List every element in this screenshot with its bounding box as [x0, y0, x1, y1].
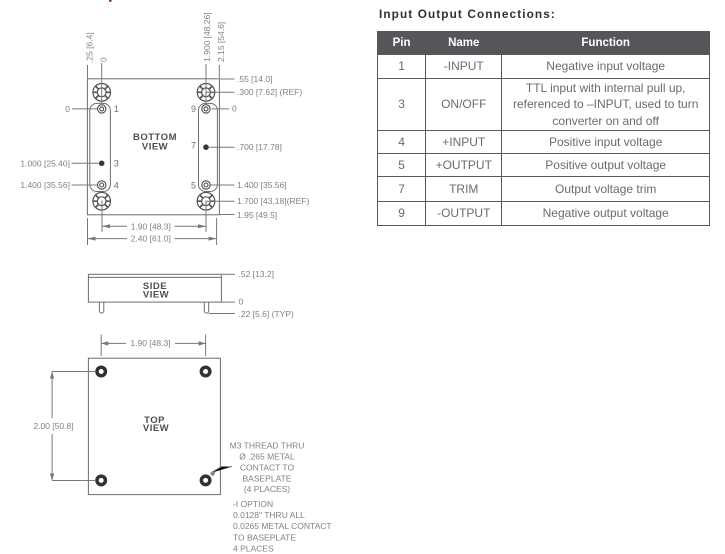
svg-text:4 PLACES: 4 PLACES — [233, 543, 274, 553]
svg-text:SIDE: SIDE — [143, 281, 167, 292]
svg-text:1.000 [25.40]: 1.000 [25.40] — [20, 158, 70, 168]
svg-text:0: 0 — [65, 104, 70, 114]
svg-text:.22 [5.6] (TYP): .22 [5.6] (TYP) — [239, 309, 294, 319]
svg-text:0.0128" THRU ALL: 0.0128" THRU ALL — [233, 510, 305, 520]
svg-text:0.0265 METAL CONTACT: 0.0265 METAL CONTACT — [233, 521, 332, 531]
svg-text:1.400 [35.56]: 1.400 [35.56] — [237, 180, 287, 190]
svg-text:BASEPLATE: BASEPLATE — [243, 473, 292, 483]
svg-text:2.15 [54.6]: 2.15 [54.6] — [216, 22, 226, 62]
svg-text:(4 PLACES): (4 PLACES) — [244, 484, 290, 494]
svg-text:M3 THREAD THRU: M3 THREAD THRU — [230, 440, 305, 450]
svg-text:VIEW: VIEW — [143, 290, 169, 301]
svg-text:TOP: TOP — [144, 415, 165, 426]
svg-text:TO BASEPLATE: TO BASEPLATE — [233, 532, 296, 542]
svg-text:.55 [14.0]: .55 [14.0] — [237, 74, 272, 84]
svg-text:1.90 [48.3]: 1.90 [48.3] — [131, 221, 171, 231]
svg-text:1.95 [49.5]: 1.95 [49.5] — [237, 210, 277, 220]
svg-text:0: 0 — [99, 57, 109, 62]
svg-text:BOTTOM: BOTTOM — [133, 132, 177, 143]
svg-text:1.900 [48.26]: 1.900 [48.26] — [202, 12, 212, 62]
svg-text:1.700 [43.18](REF): 1.700 [43.18](REF) — [237, 196, 309, 206]
svg-text:0: 0 — [232, 104, 237, 114]
svg-text:Ø .265 METAL: Ø .265 METAL — [239, 452, 295, 462]
svg-text:VIEW: VIEW — [142, 141, 168, 152]
svg-text:9: 9 — [191, 104, 196, 114]
svg-text:.52 [13.2]: .52 [13.2] — [239, 269, 274, 279]
svg-text:2.40 [61.0]: 2.40 [61.0] — [131, 234, 171, 244]
svg-text:.700 [17.78]: .700 [17.78] — [237, 142, 282, 152]
svg-text:2.00 [50.8]: 2.00 [50.8] — [33, 421, 73, 431]
svg-text:0: 0 — [239, 296, 244, 306]
svg-text:1.90 [48.3]: 1.90 [48.3] — [130, 338, 170, 348]
svg-text:5: 5 — [191, 180, 196, 190]
svg-text:.300 [7.62] (REF): .300 [7.62] (REF) — [237, 87, 302, 97]
svg-text:CONTACT TO: CONTACT TO — [240, 463, 295, 473]
svg-text:7: 7 — [191, 141, 196, 151]
svg-text:4: 4 — [114, 180, 119, 190]
svg-text:3: 3 — [114, 158, 119, 168]
svg-text:.25 [6.4]: .25 [6.4] — [85, 32, 95, 63]
svg-text:1.400 [35.56]: 1.400 [35.56] — [20, 180, 70, 190]
svg-text:-I OPTION: -I OPTION — [233, 499, 273, 509]
svg-text:VIEW: VIEW — [143, 423, 169, 434]
svg-text:1: 1 — [114, 104, 119, 114]
